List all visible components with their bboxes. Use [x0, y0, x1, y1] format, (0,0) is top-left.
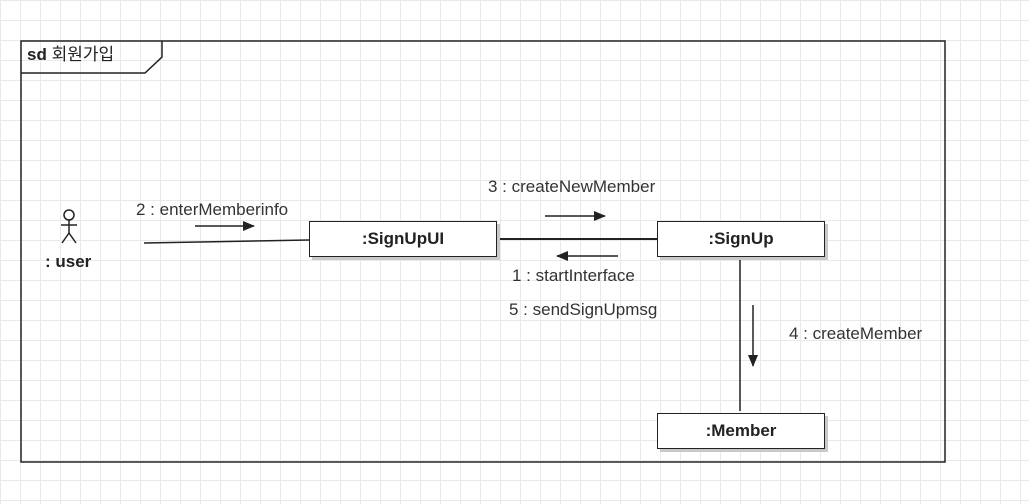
frame-name: 회원가입 [51, 45, 115, 64]
message-enter-member-info: 2 : enterMemberinfo [136, 200, 289, 219]
actor-label: : user [45, 252, 92, 271]
object-signup[interactable]: :SignUp [657, 221, 825, 257]
object-member[interactable]: :Member [657, 413, 825, 449]
link-user-signupui [143, 239, 310, 244]
frame-border [20, 40, 946, 463]
message-create-new-member: 3 : createNewMember [488, 177, 656, 196]
frame-label: sd 회원가입 [27, 44, 114, 66]
message-send-sign-up-msg: 5 : sendSignUpmsg [509, 300, 658, 319]
actor-icon[interactable] [61, 209, 77, 244]
frame-label-pentagon [21, 41, 163, 74]
message-start-interface: 1 : startInterface [512, 266, 635, 285]
frame-keyword: sd [27, 45, 47, 64]
object-signupui[interactable]: :SignUpUI [309, 221, 497, 257]
message-create-member: 4 : createMember [789, 324, 923, 343]
